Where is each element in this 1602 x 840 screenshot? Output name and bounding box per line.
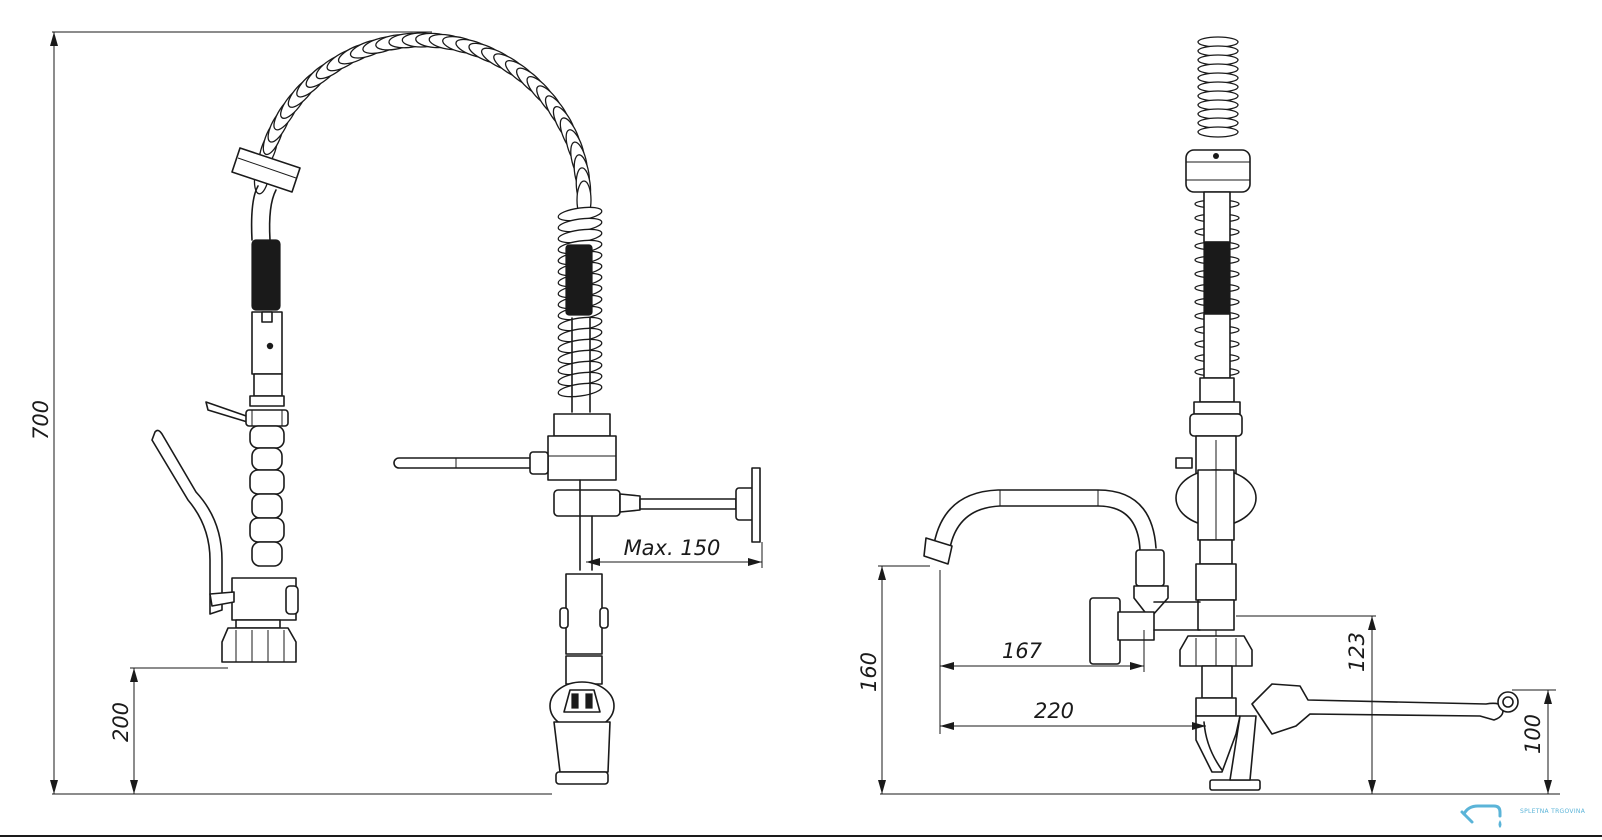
logo-text: SPLETNA TRGOVINA [1520, 808, 1586, 815]
front-assembly [923, 149, 1519, 791]
faucet-logo-icon [1460, 804, 1502, 828]
dimension-overall-height: 700 [29, 400, 53, 440]
dimension-spout-reach-long: 220 [1034, 699, 1074, 723]
spring-coil [253, 32, 603, 398]
dimension-lines [50, 31, 763, 795]
side-view: 700 200 Max. 150 [29, 31, 763, 795]
dimension-spout-reach-short: 167 [1002, 639, 1043, 663]
dimension-spout-height: 160 [857, 652, 881, 692]
spring-turn [557, 382, 603, 398]
dimension-lines-front [878, 565, 1560, 795]
dimension-mount-height: 200 [109, 702, 133, 742]
spring-turn [1197, 126, 1239, 138]
spray-head [151, 147, 301, 663]
riser-pipe [393, 244, 761, 785]
dimension-max-offset: Max. 150 [624, 536, 721, 560]
front-view: 160 167 220 123 100 [857, 36, 1560, 795]
dimension-lever-height: 100 [1521, 714, 1545, 754]
dimension-inlet-height: 123 [1345, 632, 1369, 672]
logo: SPLETNA TRGOVINA [1460, 804, 1586, 828]
